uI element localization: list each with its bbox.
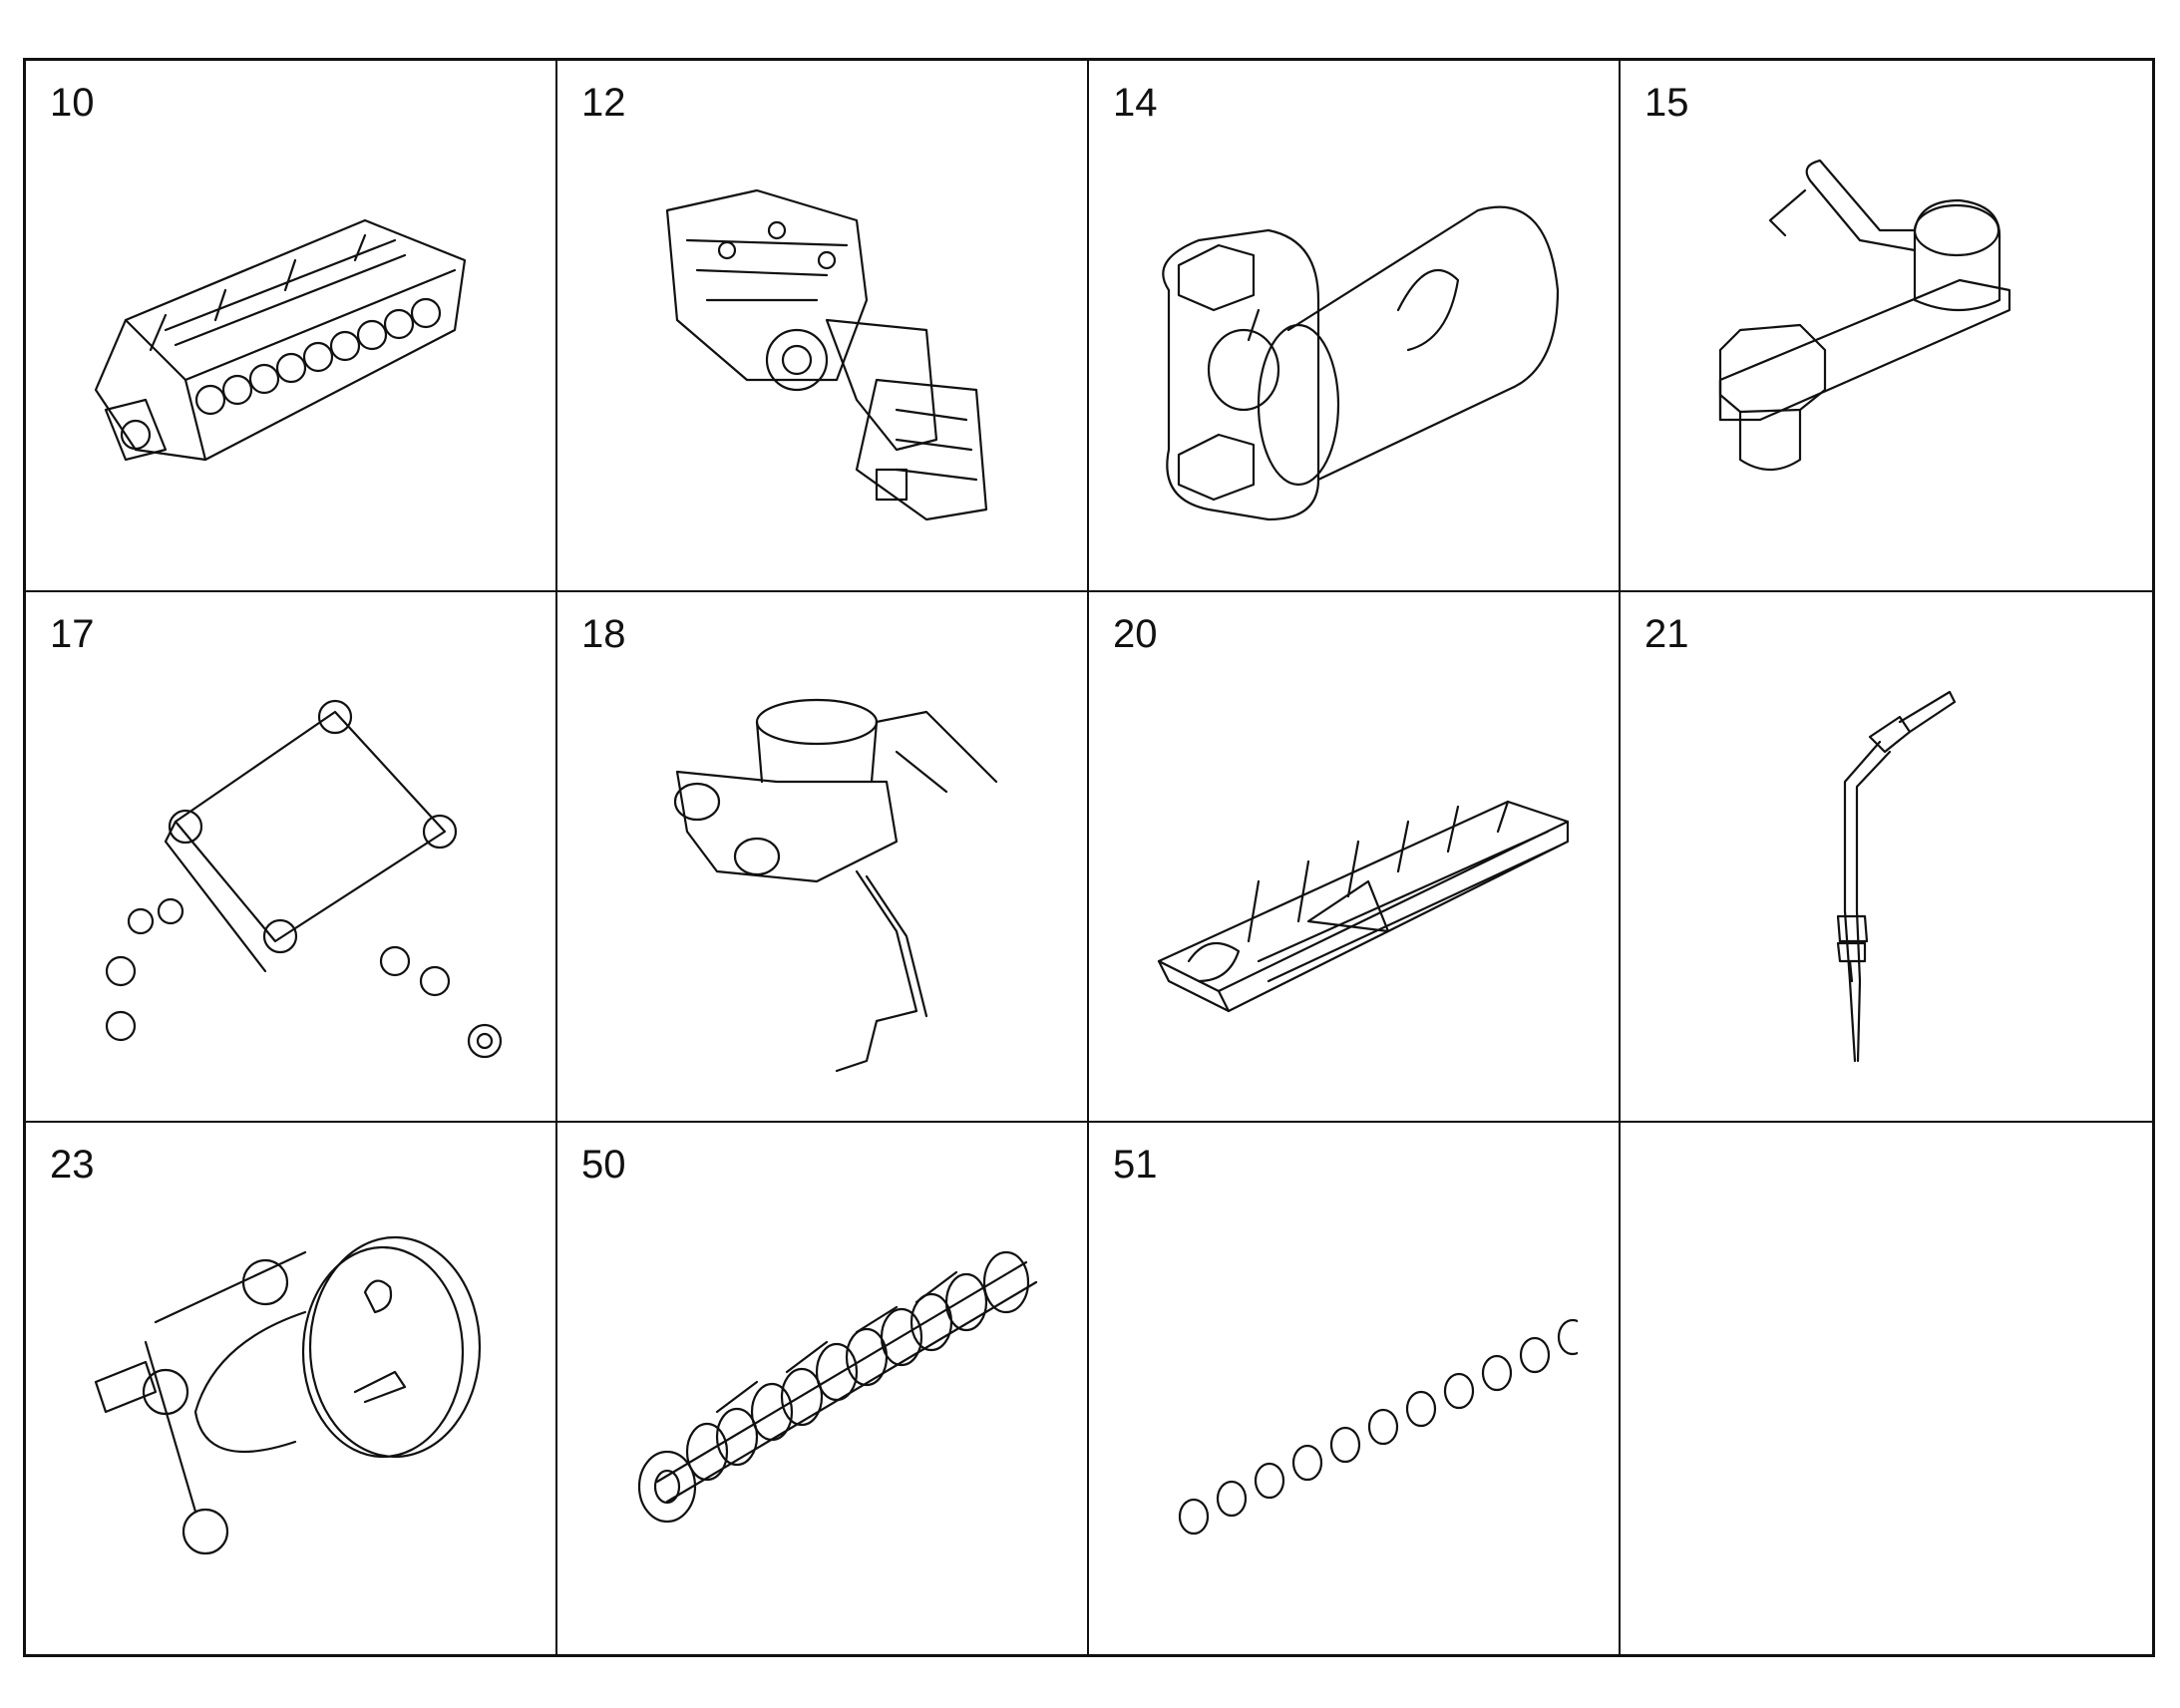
part-cell-21[interactable]: 21 xyxy=(1621,592,2152,1124)
part-cell-17[interactable]: 17 xyxy=(26,591,557,1124)
part-number: 21 xyxy=(1644,611,1689,656)
part-number: 14 xyxy=(1113,81,1158,125)
part-number: 17 xyxy=(50,611,95,656)
timing-case-icon xyxy=(597,151,1046,549)
crankshaft-icon xyxy=(597,1212,1046,1611)
part-number: 50 xyxy=(581,1143,626,1188)
part-cell-18[interactable]: 18 xyxy=(557,591,1089,1124)
part-cell-14[interactable]: 14 xyxy=(1089,61,1621,592)
part-cell-50[interactable]: 50 xyxy=(557,1123,1089,1654)
cover-plate-with-plugs-icon xyxy=(66,682,515,1081)
dipstick-tube-icon xyxy=(1660,682,2109,1081)
part-number: 15 xyxy=(1644,81,1689,125)
part-number: 18 xyxy=(581,611,626,656)
part-number: 10 xyxy=(50,81,95,125)
part-cell-12[interactable]: 12 xyxy=(557,61,1089,592)
part-cell-51[interactable]: 51 xyxy=(1089,1123,1621,1654)
part-cell-20[interactable]: 20 xyxy=(1089,591,1621,1124)
oil-pump-housing-icon xyxy=(1129,151,1578,549)
oil-filler-neck-icon xyxy=(66,1212,515,1611)
part-cell-23[interactable]: 23 xyxy=(26,1123,557,1654)
part-number: 20 xyxy=(1113,611,1158,656)
part-cell-10[interactable]: 10 xyxy=(26,61,557,592)
oil-pipe-connector-icon xyxy=(1660,151,2109,549)
bearing-rings-icon xyxy=(1129,1212,1578,1611)
oil-pan-icon xyxy=(1129,682,1578,1081)
part-number: 12 xyxy=(581,81,626,125)
part-number: 23 xyxy=(50,1143,95,1188)
part-cell-15[interactable]: 15 xyxy=(1621,61,2152,592)
parts-grid: 10 12 xyxy=(23,58,2155,1657)
part-number: 51 xyxy=(1113,1143,1158,1188)
empty-cell xyxy=(1621,1123,2152,1654)
engine-block-icon xyxy=(66,151,515,549)
oil-separator-icon xyxy=(597,682,1046,1081)
